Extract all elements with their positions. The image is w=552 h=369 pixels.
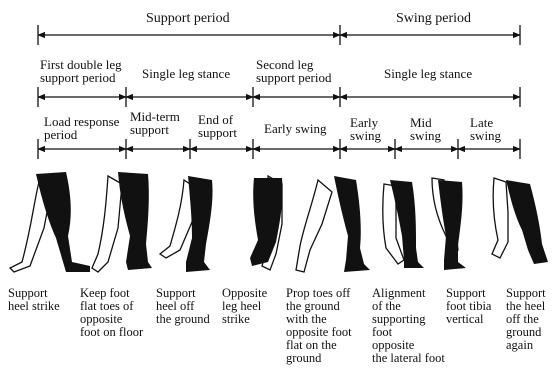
early-swing-short-label: Early swing bbox=[350, 116, 381, 142]
single-leg-stance-label-1: Single leg stance bbox=[142, 67, 230, 80]
load-response-label: Load response period bbox=[44, 115, 119, 141]
early-swing-label: Early swing bbox=[264, 122, 326, 135]
swing-period-label: Swing period bbox=[396, 12, 471, 26]
single-leg-stance-label-2: Single leg stance bbox=[384, 67, 472, 80]
end-of-support-label: End of support bbox=[198, 113, 237, 139]
caption-prop-toes-off: Prop toes off the ground with the opposi… bbox=[286, 287, 352, 365]
stance-leg-solid bbox=[118, 172, 152, 270]
stance-leg-solid bbox=[506, 180, 548, 264]
caption-heel-off-again: Support the heel off the ground again bbox=[506, 287, 546, 352]
second-leg-support-label: Second leg support period bbox=[256, 58, 331, 84]
leg-figure-5 bbox=[296, 176, 370, 272]
support-period-label: Support period bbox=[146, 12, 230, 26]
leg-figure-3 bbox=[160, 176, 213, 272]
stance-leg-solid bbox=[334, 176, 370, 272]
late-swing-label: Late swing bbox=[470, 116, 501, 142]
leg-figure-4 bbox=[250, 176, 283, 270]
first-double-support-label: First double leg support period bbox=[40, 58, 122, 84]
mid-term-support-label: Mid-term support bbox=[130, 110, 180, 136]
caption-keep-foot-flat: Keep foot flat toes of opposite foot on … bbox=[80, 287, 143, 339]
stance-leg-solid bbox=[250, 178, 283, 266]
mid-swing-label: Mid swing bbox=[410, 116, 441, 142]
leg-figure-8 bbox=[492, 178, 548, 264]
leg-figure-6 bbox=[383, 180, 424, 268]
period-bracket-row bbox=[38, 25, 520, 45]
caption-alignment: Alignment of the supporting foot opposit… bbox=[372, 287, 445, 365]
leg-figure-7 bbox=[432, 178, 466, 270]
phase-bracket-row bbox=[38, 139, 520, 159]
opposite-leg-outline bbox=[92, 176, 122, 272]
caption-opposite-heel-strike: Opposite leg heel strike bbox=[222, 287, 267, 326]
stance-bracket-row bbox=[38, 87, 520, 107]
leg-figure-2 bbox=[92, 172, 152, 272]
caption-tibia-vertical: Support foot tibia vertical bbox=[446, 287, 491, 326]
opposite-leg-outline bbox=[492, 178, 508, 258]
caption-support-heel-strike: Support heel strike bbox=[8, 287, 60, 313]
opposite-leg-outline bbox=[296, 180, 332, 272]
leg-figure-1 bbox=[10, 172, 90, 272]
caption-support-heel-off: Support heel off the ground bbox=[156, 287, 210, 326]
